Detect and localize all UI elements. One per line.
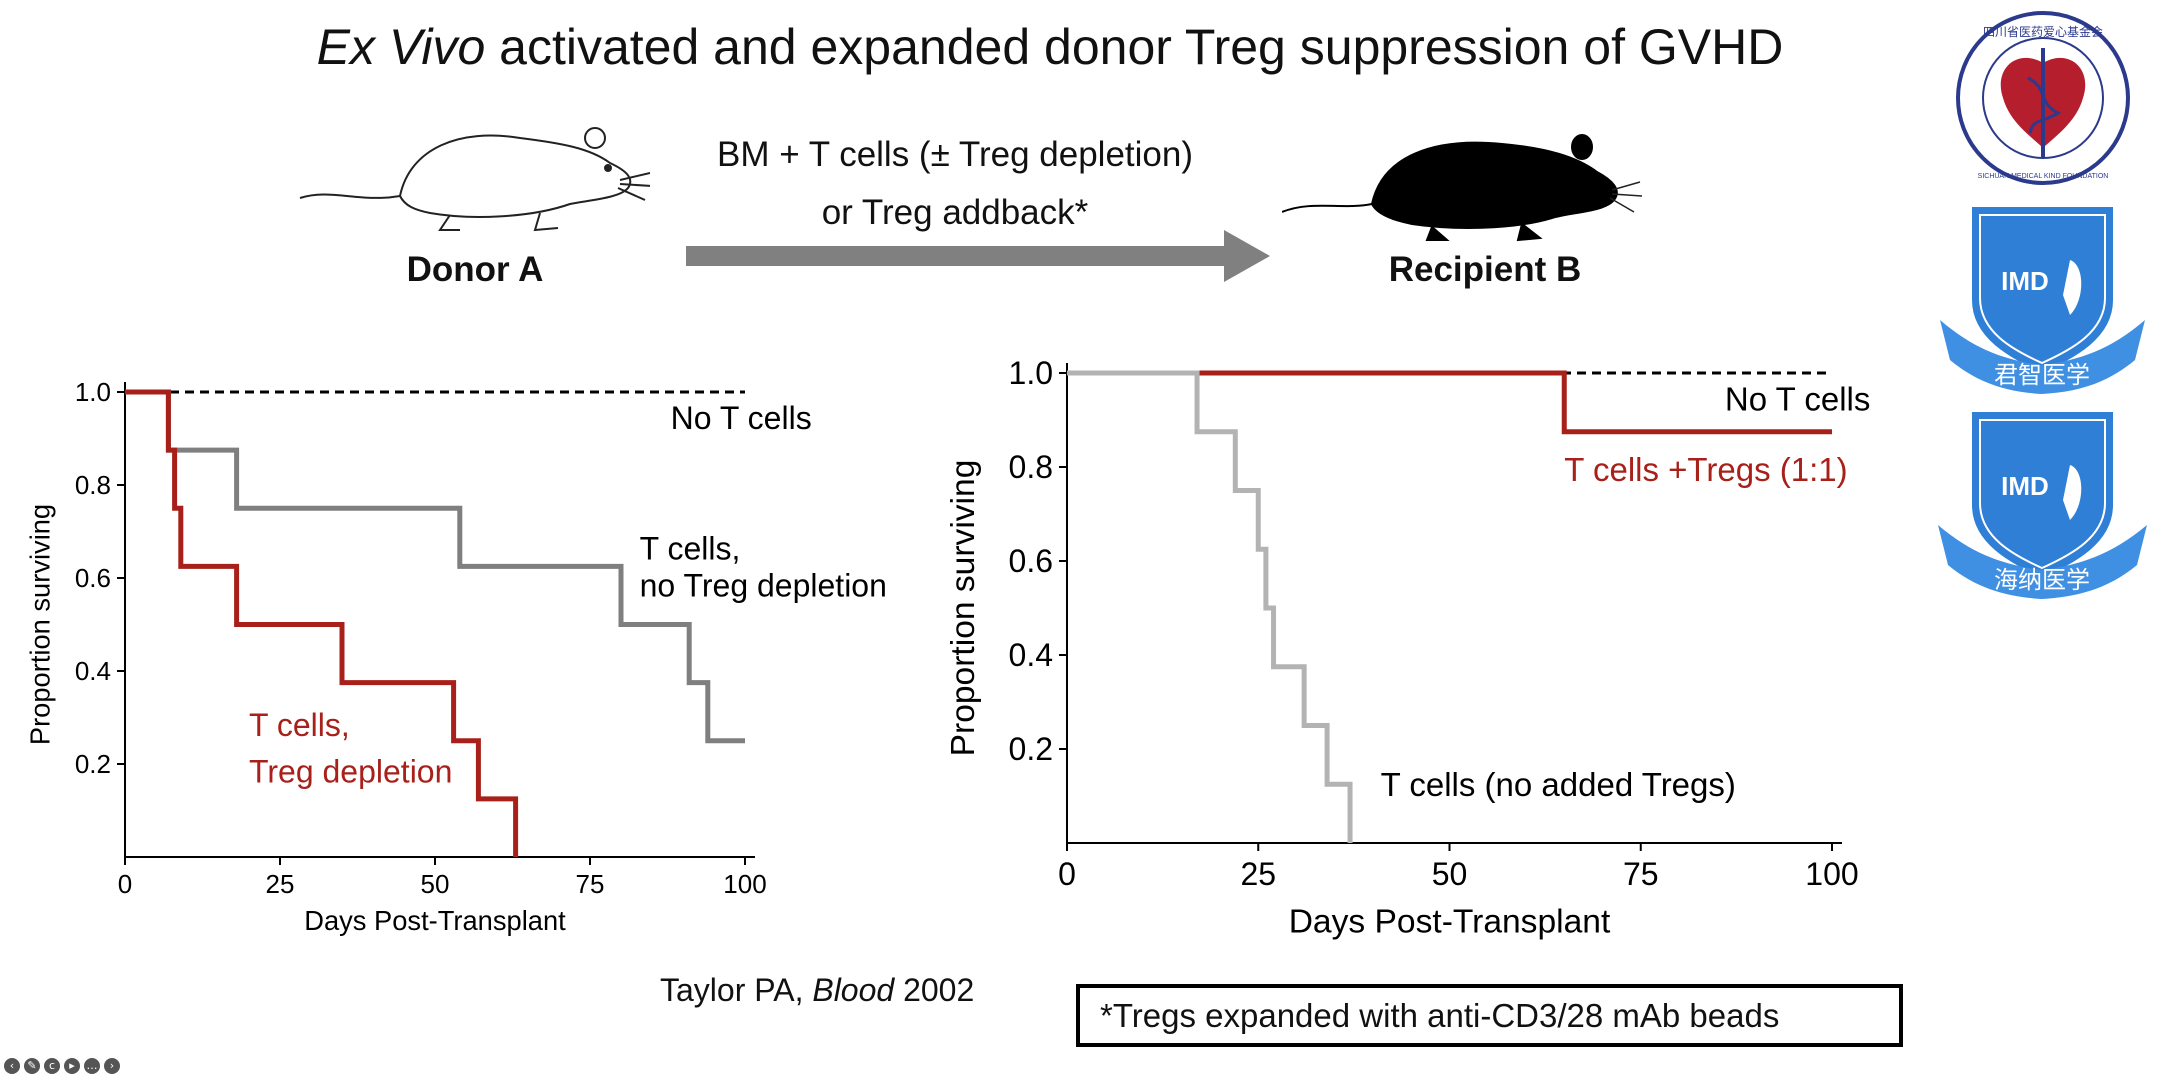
y-tick-label: 0.8 (75, 470, 111, 500)
sichuan-foundation-logo: 四川省医药爱心基金会 SICHUAN MEDICAL KIND FOUNDATI… (1956, 11, 2130, 185)
y-tick-label: 0.6 (1009, 543, 1053, 579)
x-axis-label: Days Post-Transplant (1289, 904, 1611, 941)
y-tick-label: 0.8 (1009, 449, 1053, 485)
y-tick-label: 1.0 (75, 377, 111, 407)
recipient-label: Recipient B (1388, 250, 1582, 289)
logo1-text: 四川省医药爱心基金会 (1983, 24, 2103, 39)
y-tick-label: 1.0 (1009, 355, 1053, 391)
protocol-line-1: BM + T cells (± Treg depletion) (716, 135, 1194, 174)
chart-annotation: T cells +Tregs (1:1) (1564, 451, 1847, 488)
x-tick-label: 100 (723, 869, 766, 899)
donor-mouse-image (299, 127, 650, 232)
video-icon[interactable]: ▸ (64, 1058, 80, 1074)
citation: Taylor PA, Blood 2002 (660, 972, 1060, 1009)
series-line (125, 389, 745, 744)
presentation-toolbar: ‹ ✎ c ▸ … › (4, 1058, 120, 1078)
cc-icon[interactable]: c (44, 1058, 60, 1074)
citation-year: 2002 (894, 972, 975, 1008)
x-tick-label: 50 (1432, 856, 1468, 892)
citation-author: Taylor PA, (660, 972, 813, 1008)
imd-logo-1: IMD 君智医学 (1940, 203, 2145, 394)
logo3-text: IMD (2001, 471, 2049, 501)
x-tick-label: 100 (1805, 856, 1858, 892)
series-line (125, 389, 519, 857)
forward-icon[interactable]: › (104, 1058, 120, 1074)
footnote-box: *Tregs expanded with anti-CD3/28 mAb bea… (1076, 984, 1903, 1047)
chart-annotation: No T cells (671, 400, 812, 436)
logo1-subtext: SICHUAN MEDICAL KIND FOUNDATION (1978, 173, 2109, 180)
y-axis-label: Proportion surviving (25, 504, 56, 745)
x-axis-label: Days Post-Transplant (304, 905, 566, 936)
chart-annotation: T cells, (249, 707, 350, 743)
y-tick-label: 0.2 (75, 749, 111, 779)
y-tick-label: 0.6 (75, 563, 111, 593)
logo2-text: IMD (2001, 266, 2049, 296)
y-tick-label: 0.4 (75, 656, 111, 686)
chart-annotation: Treg depletion (249, 754, 452, 790)
protocol-line-2: or Treg addback* (821, 193, 1089, 232)
imd-logo-2: IMD 海纳医学 (1938, 408, 2147, 599)
x-tick-label: 0 (118, 869, 132, 899)
chart-annotation: no Treg depletion (640, 568, 887, 604)
series-line (1067, 370, 1353, 843)
title-italic: Ex Vivo (316, 19, 486, 75)
logo2-banner: 君智医学 (1994, 362, 2090, 389)
y-tick-label: 0.4 (1009, 637, 1053, 673)
x-tick-label: 50 (421, 869, 450, 899)
x-tick-label: 75 (576, 869, 605, 899)
slide-title: Ex Vivo activated and expanded donor Tre… (0, 18, 2100, 76)
x-tick-label: 0 (1058, 856, 1076, 892)
x-tick-label: 75 (1623, 856, 1659, 892)
citation-journal: Blood (812, 972, 895, 1008)
chart-annotation: T cells, (640, 530, 741, 566)
series-line (1067, 370, 1832, 435)
chart-annotation: T cells (no added Tregs) (1381, 766, 1736, 803)
recipient-mouse-image (1282, 134, 1642, 242)
title-rest: activated and expanded donor Treg suppre… (485, 19, 1784, 75)
back-icon[interactable]: ‹ (4, 1058, 20, 1074)
y-axis-label: Proportion surviving (945, 460, 982, 757)
donor-label: Donor A (406, 250, 544, 289)
y-tick-label: 0.2 (1009, 731, 1053, 767)
x-tick-label: 25 (266, 869, 295, 899)
chart-annotation: No T cells (1725, 381, 1871, 418)
x-tick-label: 25 (1240, 856, 1276, 892)
logo3-banner: 海纳医学 (1994, 567, 2090, 594)
transfer-arrow (686, 230, 1270, 282)
more-icon[interactable]: … (84, 1058, 100, 1074)
pen-icon[interactable]: ✎ (24, 1058, 40, 1074)
